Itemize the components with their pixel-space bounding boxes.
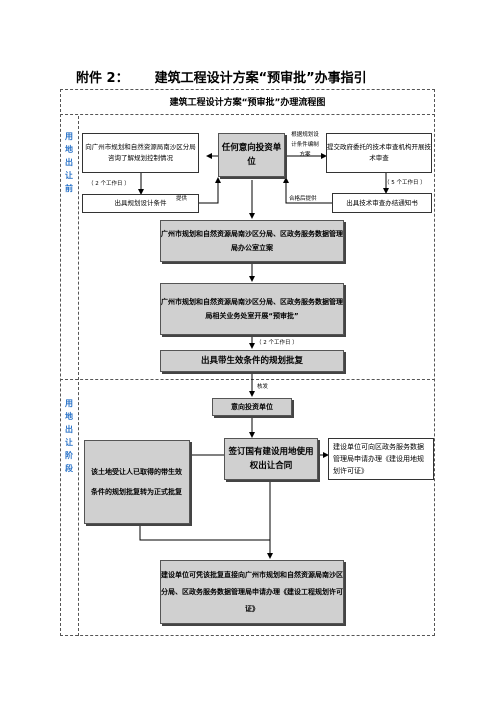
label-provide-if-qualified: 合格后提供 xyxy=(289,196,317,202)
label-2-workdays-review: （ 2 个工作日 ） xyxy=(256,340,298,346)
label-provide: 提供 xyxy=(176,196,188,202)
box-sign-land-contract: 签订国有建设用地使用权出让合同 xyxy=(224,438,318,480)
box-intended-investor: 意向投资单位 xyxy=(212,398,292,416)
flowchart-frame xyxy=(60,89,435,636)
box-conditional-approval: 出具带生效条件的规划批复 xyxy=(160,350,344,372)
box-tech-review-notice: 出具技术审查办结通知书 xyxy=(332,193,432,213)
document-title-text: 建筑工程设计方案“预审批”办事指引 xyxy=(154,71,367,86)
box-planning-consultation: 向广州市规划和自然资源局南沙区分局咨询了解规划控制情况 xyxy=(82,133,199,173)
phase-label-pre-transfer: 用地出让前 xyxy=(65,132,73,193)
box-pre-approval-review: 广州市规划和自然资源局南沙区分局、区政务服务数据管理局相关业务处室开展“预审批” xyxy=(160,283,344,335)
label-design-by-conditions: 根据规划设计条件编制方案 xyxy=(291,132,319,158)
box-tech-review: 提交政府委托的技术审查机构开展技术审查 xyxy=(326,133,432,173)
label-5-workdays: （ 5 个工作日 ） xyxy=(384,180,426,186)
box-investor: 任何意向投资单位 xyxy=(218,133,285,177)
box-formal-approval-conversion: 该土地受让人已取得的带生效条件的规划批复转为正式批复 xyxy=(84,440,190,524)
document-title: 附件 2： 建筑工程设计方案“预审批”办事指引 xyxy=(76,67,367,86)
box-issue-planning-conditions: 出具规划设计条件 xyxy=(82,194,199,213)
label-issue: 核发 xyxy=(257,384,269,390)
phase-separator xyxy=(60,379,435,380)
box-final-permit: 建设单位可凭该批复直接向广州市规划和自然资源局南沙区分局、区政务服务数据管理局申… xyxy=(160,560,344,624)
box-case-registration: 广州市规划和自然资源局南沙区分局、区政务服务数据管理局办公室立案 xyxy=(160,220,344,262)
box-land-permit-note: 建设单位可向区政务服务数据管理局申请办理《建设用地规划许可证》 xyxy=(328,438,434,480)
attachment-label: 附件 2： xyxy=(76,71,129,86)
phase-column-divider xyxy=(78,116,79,636)
flowchart-title: 建筑工程设计方案“预审批”办理流程图 xyxy=(60,89,435,115)
phase-label-transfer-stage: 用地出让阶段 xyxy=(65,399,73,473)
label-2-workdays: （ 2 个工作日 ） xyxy=(88,181,130,187)
